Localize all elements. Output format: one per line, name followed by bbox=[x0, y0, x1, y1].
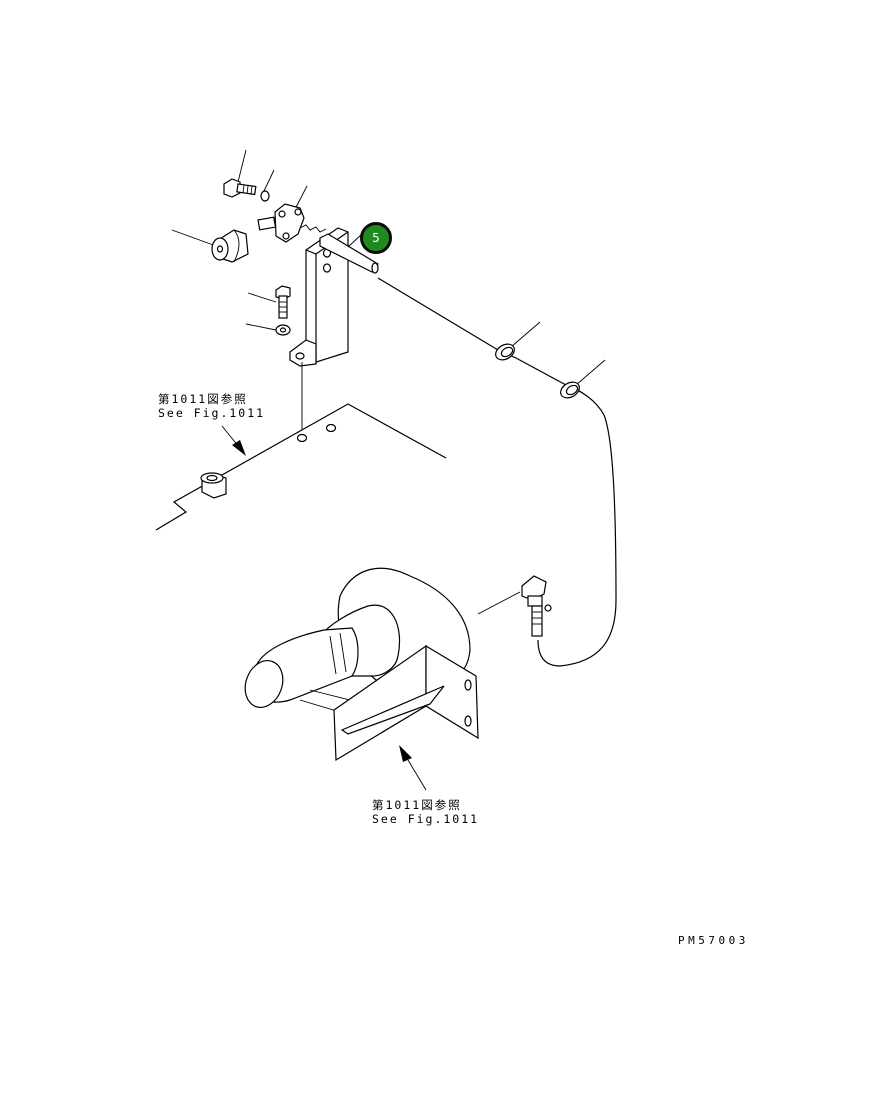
reference-note-lower: 第1011図参照 See Fig.1011 bbox=[372, 798, 479, 826]
cable-clamp-2 bbox=[560, 381, 580, 399]
rubber-mount bbox=[211, 229, 249, 263]
reference-note-upper: 第1011図参照 See Fig.1011 bbox=[158, 392, 265, 420]
floor-plate bbox=[155, 403, 447, 531]
cable-end-fitting bbox=[257, 203, 327, 243]
leader-lines bbox=[171, 149, 606, 386]
mounting-plate bbox=[333, 644, 479, 762]
part-callout-5[interactable]: 5 bbox=[360, 222, 392, 254]
cable-connector bbox=[477, 575, 552, 637]
flat-washer bbox=[275, 324, 291, 336]
hex-bolt-top bbox=[223, 178, 257, 198]
hex-bolt-middle bbox=[275, 285, 291, 319]
reference-en: See Fig.1011 bbox=[372, 812, 480, 826]
reference-arrow-lower bbox=[399, 745, 427, 791]
cable-sleeve bbox=[319, 233, 379, 274]
control-cable bbox=[377, 277, 617, 667]
reference-arrow-upper bbox=[221, 425, 246, 456]
reference-jp: 第1011図参照 bbox=[158, 392, 248, 406]
cable-clamp-1 bbox=[495, 343, 515, 361]
lock-washer bbox=[260, 190, 270, 202]
reference-jp: 第1011図参照 bbox=[372, 798, 462, 812]
drawing-code: PM57003 bbox=[678, 934, 749, 947]
reference-en: See Fig.1011 bbox=[158, 406, 266, 420]
